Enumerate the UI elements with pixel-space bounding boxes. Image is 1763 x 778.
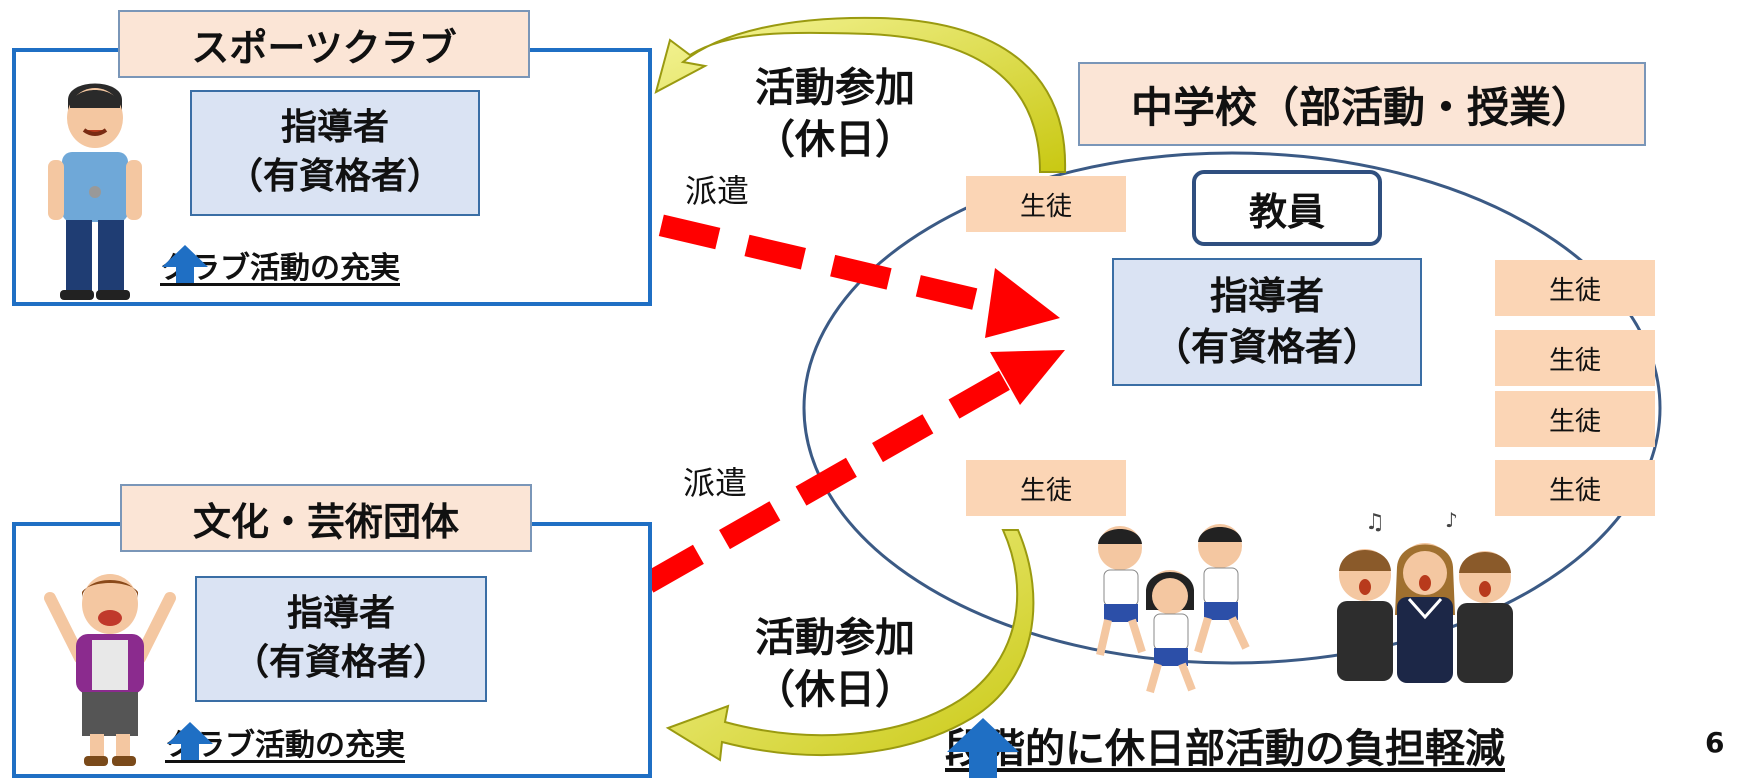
up-arrow-icon xyxy=(162,245,208,283)
school-leader-line1: 指導者 xyxy=(1209,273,1324,318)
sports-club-leader-line1: 指導者 xyxy=(280,107,389,149)
student-box: 生徒 xyxy=(1495,330,1655,386)
sports-club-note-text: クラブ活動の充実 xyxy=(160,251,400,286)
participation-arrow-top xyxy=(654,16,1067,173)
culture-group-note-text: クラブ活動の充実 xyxy=(165,728,405,763)
sports-club-leader-box: 指導者 （有資格者） xyxy=(190,90,480,216)
culture-group-leader-line1: 指導者 xyxy=(286,593,395,635)
up-arrow-icon xyxy=(167,722,213,760)
student-box: 生徒 xyxy=(966,176,1126,232)
culture-group-leader-line2: （有資格者） xyxy=(232,642,449,683)
culture-group-leader-box: 指導者 （有資格者） xyxy=(195,576,487,702)
student-box: 生徒 xyxy=(1495,460,1655,516)
sports-club-leader-line2: （有資格者） xyxy=(226,156,443,197)
dispatch-label-bottom: 派遣 xyxy=(683,464,748,502)
svg-text:♫: ♫ xyxy=(1365,510,1385,535)
participation-top-line1: 活動参加 xyxy=(755,65,915,111)
culture-group-note: クラブ活動の充実 xyxy=(165,720,405,764)
teacher-box: 教員 xyxy=(1192,170,1382,246)
up-arrow-icon xyxy=(947,718,1019,778)
participation-label-bottom: 活動参加 （休日） xyxy=(735,612,935,716)
school-oval xyxy=(802,151,1662,665)
sports-club-note: クラブ活動の充実 xyxy=(160,243,400,287)
participation-label-top: 活動参加 （休日） xyxy=(735,62,935,166)
summary-text: 段階的に休日部活動の負担軽減 xyxy=(945,726,1505,772)
teacher-person-icon xyxy=(44,574,176,766)
student-box: 生徒 xyxy=(1495,260,1655,316)
dispatch-arrowhead-top xyxy=(985,268,1060,338)
school-leader-line2: （有資格者） xyxy=(1152,325,1381,369)
page-number: 6 xyxy=(1705,726,1725,759)
svg-text:♪: ♪ xyxy=(1445,508,1458,532)
school-leader-box: 指導者 （有資格者） xyxy=(1112,258,1422,386)
participation-top-line2: （休日） xyxy=(755,117,915,163)
participation-bottom-line1: 活動参加 xyxy=(755,615,915,661)
participation-arrow-bottom xyxy=(665,529,1035,762)
student-box: 生徒 xyxy=(966,460,1126,516)
school-title: 中学校（部活動・授業） xyxy=(1078,62,1646,146)
dispatch-arrowhead-bottom xyxy=(990,350,1065,405)
culture-group-title: 文化・芸術団体 xyxy=(120,484,532,552)
sports-club-title: スポーツクラブ xyxy=(118,10,530,78)
running-students-illustration xyxy=(1096,524,1250,694)
coach-person-icon xyxy=(48,83,142,300)
participation-bottom-line2: （休日） xyxy=(755,667,915,713)
summary-banner: 段階的に休日部活動の負担軽減 xyxy=(945,716,1505,778)
singing-students-illustration: ♫ ♪ xyxy=(1337,508,1513,683)
dispatch-label-top: 派遣 xyxy=(685,172,750,210)
student-box: 生徒 xyxy=(1495,391,1655,447)
